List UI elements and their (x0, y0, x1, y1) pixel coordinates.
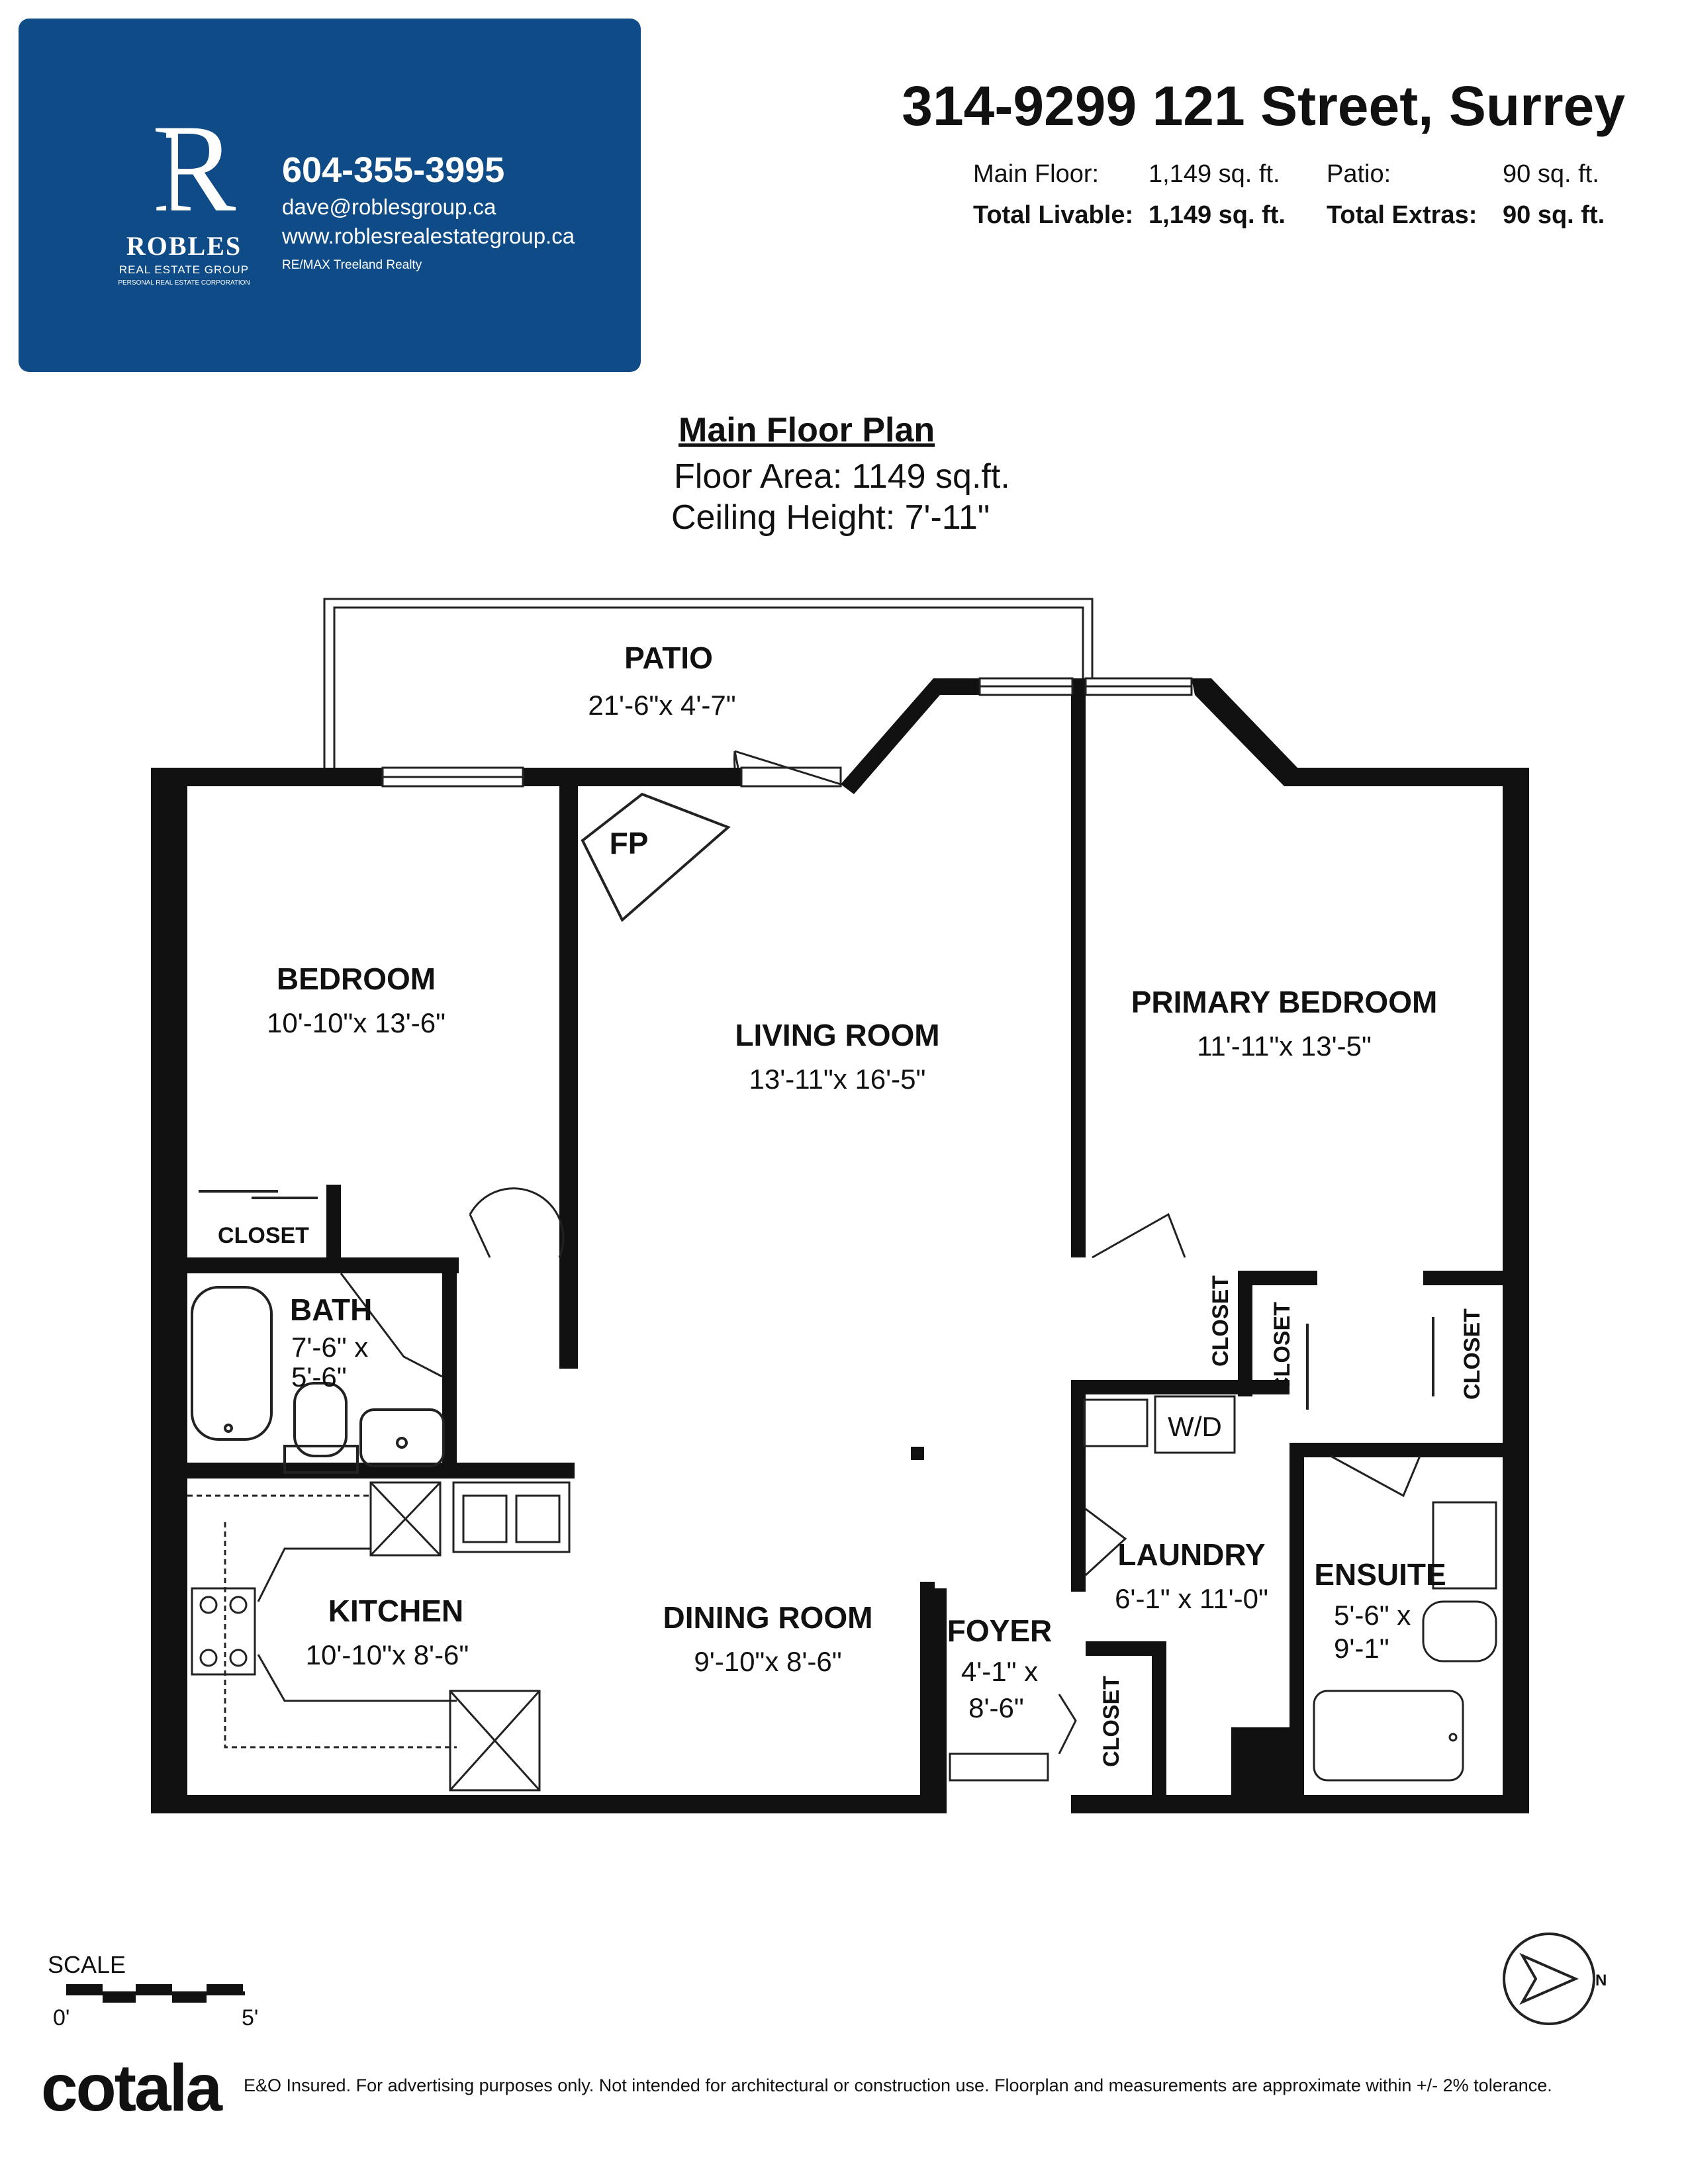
robles-logo-icon: R (152, 111, 236, 238)
scale-label: SCALE (48, 1951, 126, 1978)
laundry-ensuite-fixtures (1083, 1395, 1497, 1782)
room-name-living-room: LIVING ROOM (735, 1018, 939, 1052)
total-livable-label: Total Livable: (973, 201, 1134, 229)
exterior-walls (151, 678, 1529, 1813)
agent-email[interactable]: dave@roblesgroup.ca (282, 195, 496, 219)
room-name-bedroom: BEDROOM (277, 962, 436, 996)
closet-sliders (199, 1190, 1434, 1410)
room-dims-kitchen: 10'-10"x 8'-6" (306, 1639, 469, 1670)
room-name-closet-c: CLOSET (1460, 1308, 1485, 1400)
agent-brokerage: RE/MAX Treeland Realty (282, 258, 422, 272)
agent-website[interactable]: www.roblesrealestategroup.ca (282, 224, 575, 248)
windows (381, 677, 1193, 788)
plan-ceiling-height: Ceiling Height: 7'-11" (671, 498, 990, 537)
room-name-foyer-closet: CLOSET (1099, 1676, 1124, 1767)
label-washer-dryer: W/D (1168, 1411, 1222, 1442)
room-dims-bath-2: 5'-6" (291, 1361, 347, 1392)
total-extras-value: 90 sq. ft. (1503, 201, 1605, 229)
agent-phone[interactable]: 604-355-3995 (282, 150, 505, 190)
logo-name: ROBLES (126, 231, 242, 261)
agent-card: R ROBLES REAL ESTATE GROUP PERSONAL REAL… (19, 19, 641, 372)
room-dims-bedroom: 10'-10"x 13'-6" (267, 1007, 445, 1038)
total-extras-label: Total Extras: (1327, 201, 1477, 229)
plan-floor-area: Floor Area: 1149 sq.ft. (674, 457, 1010, 496)
room-dims-dining-room: 9'-10"x 8'-6" (694, 1646, 841, 1677)
room-dims-ensuite-1: 5'-6" x (1334, 1600, 1411, 1631)
room-dims-ensuite-2: 9'-1" (1334, 1633, 1389, 1664)
room-dims-primary-bedroom: 11'-11"x 13'-5" (1197, 1030, 1372, 1062)
room-name-bath: BATH (290, 1293, 372, 1327)
column-marker (911, 1447, 924, 1460)
patio-area-value: 90 sq. ft. (1503, 160, 1599, 188)
scale-five-label: 5' (242, 2005, 259, 2030)
logo-subtitle: REAL ESTATE GROUP (118, 263, 250, 276)
room-dims-living-room: 13'-11"x 16'-5" (749, 1064, 926, 1095)
room-dims-foyer-2: 8'-6" (968, 1692, 1024, 1723)
room-name-kitchen: KITCHEN (328, 1594, 463, 1628)
north-compass-icon (1503, 1933, 1595, 2025)
room-name-dining-room: DINING ROOM (663, 1600, 873, 1635)
total-livable-value: 1,149 sq. ft. (1149, 201, 1286, 229)
scale-bar-blocks (66, 1984, 243, 2003)
room-name-laundry: LAUNDRY (1117, 1537, 1265, 1572)
room-name-fireplace: FP (610, 826, 649, 860)
main-floor-value: 1,149 sq. ft. (1149, 160, 1280, 188)
patio-area-label: Patio: (1327, 160, 1391, 188)
disclaimer: E&O Insured. For advertising purposes on… (244, 2075, 1552, 2095)
compass-letter: N (1595, 1972, 1607, 1989)
room-name-closet-a: CLOSET (1208, 1275, 1233, 1367)
room-dims-laundry: 6'-1" x 11'-0" (1115, 1583, 1268, 1614)
room-dims-patio: 21'-6"x 4'-7" (588, 690, 735, 721)
scale-zero-label: 0' (53, 2005, 70, 2030)
room-name-primary-bedroom: PRIMARY BEDROOM (1131, 985, 1438, 1019)
room-name-patio: PATIO (624, 641, 713, 675)
doors (340, 750, 1421, 1782)
logo-subtitle-corporation: PERSONAL REAL ESTATE CORPORATION (118, 279, 250, 287)
room-dims-foyer-1: 4'-1" x (961, 1656, 1038, 1687)
patio-outline (323, 598, 1094, 768)
fireplace (581, 792, 731, 923)
plan-title: Main Floor Plan (679, 411, 935, 449)
svg-text:R: R (152, 111, 236, 238)
room-name-bedroom-closet: CLOSET (218, 1223, 309, 1248)
room-name-ensuite: ENSUITE (1314, 1557, 1446, 1592)
room-dims-bath-1: 7'-6" x (291, 1332, 368, 1363)
room-name-foyer: FOYER (947, 1614, 1052, 1648)
main-floor-label: Main Floor: (973, 160, 1100, 188)
room-name-closet-b: CLOSET (1270, 1302, 1295, 1393)
kitchen-fixtures (187, 1481, 571, 1792)
listing-address: 314-9299 121 Street, Surrey (902, 75, 1625, 137)
brand-logo: cotala (41, 2051, 222, 2125)
bath-fixtures (191, 1286, 445, 1474)
